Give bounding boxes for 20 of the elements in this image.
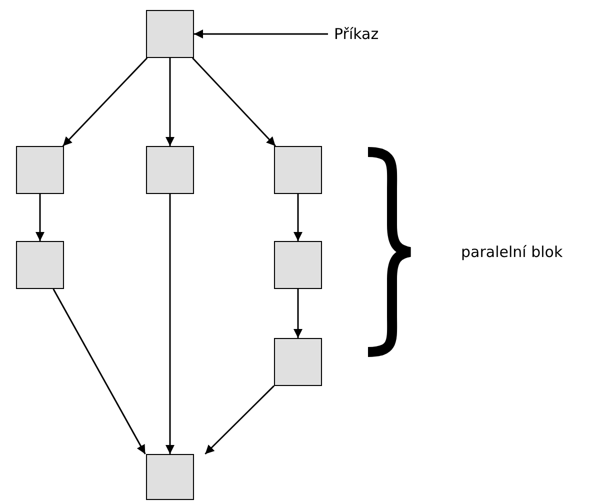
arrow <box>166 194 174 454</box>
arrow <box>36 194 44 241</box>
process-box <box>274 338 322 386</box>
group-label: paralelní blok <box>461 243 563 261</box>
process-box <box>16 241 64 289</box>
process-box <box>146 10 194 58</box>
arrow <box>204 385 275 455</box>
arrow <box>294 194 302 241</box>
arrow <box>166 58 174 146</box>
arrow <box>62 57 148 147</box>
process-box <box>146 146 194 194</box>
process-box <box>146 454 194 500</box>
arrow <box>194 30 328 38</box>
process-box <box>274 146 322 194</box>
arrow <box>294 289 302 338</box>
process-box <box>274 241 322 289</box>
process-box <box>16 146 64 194</box>
command-label: Příkaz <box>334 24 379 44</box>
arrow <box>192 57 276 147</box>
arrow <box>52 288 146 454</box>
